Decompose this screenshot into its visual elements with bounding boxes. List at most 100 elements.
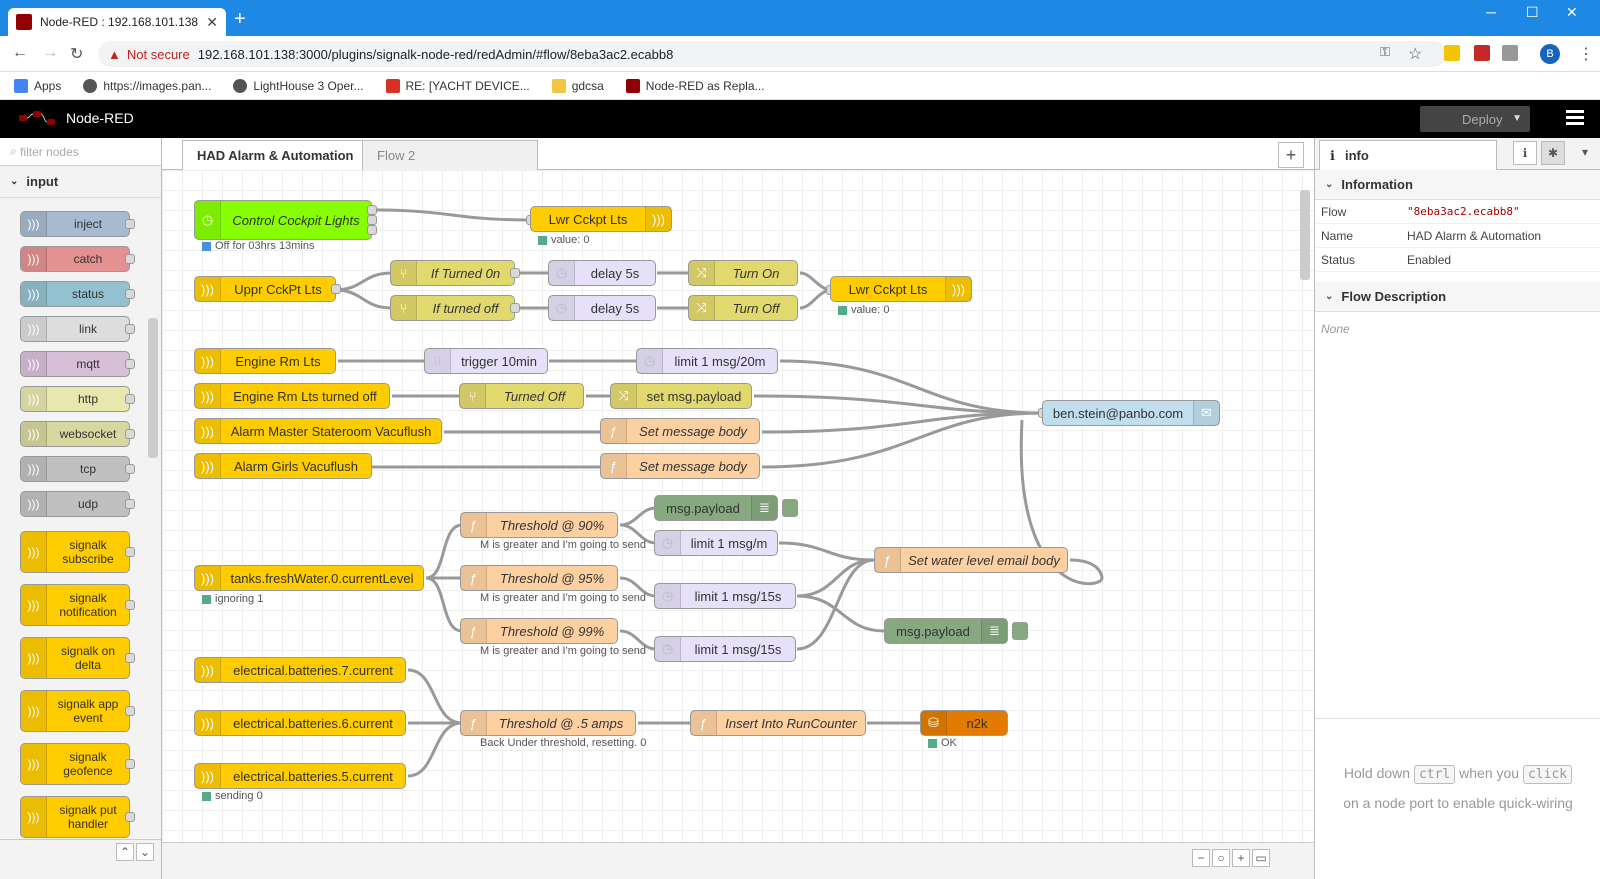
profile-avatar[interactable]: B bbox=[1540, 44, 1560, 64]
palette-node-websocket[interactable]: )))websocket bbox=[20, 421, 135, 447]
add-flow-button[interactable]: + bbox=[1278, 142, 1304, 168]
output-port[interactable] bbox=[125, 359, 135, 369]
palette-node-signalk-on-delta[interactable]: )))signalk on delta bbox=[20, 637, 135, 679]
maximize-icon[interactable]: ☐ bbox=[1526, 4, 1539, 20]
flow-node-debug-1[interactable]: msg.payload ≣ bbox=[654, 495, 778, 521]
expand-all-icon[interactable]: ⌄ bbox=[136, 843, 154, 861]
palette-node-signalk-subscribe[interactable]: )))signalk subscribe bbox=[20, 531, 135, 573]
palette-node-signalk-geofence[interactable]: )))signalk geofence bbox=[20, 743, 135, 785]
flow-node-debug-2[interactable]: msg.payload ≣ bbox=[884, 618, 1008, 644]
output-port[interactable] bbox=[331, 284, 341, 294]
zoom-reset-icon[interactable]: ○ bbox=[1212, 849, 1230, 867]
palette-scrollbar[interactable] bbox=[148, 318, 158, 458]
flow-node-turned-off[interactable]: ⑂ Turned Off bbox=[459, 383, 584, 409]
flow-node-threshold-95[interactable]: ƒ Threshold @ 95% bbox=[460, 565, 618, 591]
flow-node-batteries-7[interactable]: ))) electrical.batteries.7.current bbox=[194, 657, 406, 683]
palette-node-tcp[interactable]: )))tcp bbox=[20, 456, 135, 482]
flow-node-alarm-girls[interactable]: ))) Alarm Girls Vacuflush bbox=[194, 453, 372, 479]
flow-node-tanks[interactable]: ))) tanks.freshWater.0.currentLevel bbox=[194, 565, 424, 591]
flow-node-engine-rm-off[interactable]: ))) Engine Rm Lts turned off bbox=[194, 383, 390, 409]
filter-nodes-input[interactable]: ⌕ filter nodes bbox=[0, 138, 161, 166]
back-icon[interactable]: ← bbox=[12, 44, 28, 61]
extension-icon[interactable] bbox=[1444, 45, 1460, 61]
output-port[interactable] bbox=[125, 499, 135, 509]
information-section[interactable]: ⌄Information bbox=[1315, 170, 1600, 200]
debug-bug-icon[interactable]: ✱ bbox=[1541, 141, 1565, 165]
bookmark-4[interactable]: gdcsa bbox=[551, 78, 604, 93]
output-port[interactable] bbox=[125, 324, 135, 334]
palette-node-link[interactable]: )))link bbox=[20, 316, 135, 342]
output-port[interactable] bbox=[125, 254, 135, 264]
flow-node-turn-off[interactable]: ⤨ Turn Off bbox=[688, 295, 798, 321]
output-port[interactable] bbox=[367, 205, 377, 215]
flow-node-trigger[interactable]: ⎍ trigger 10min bbox=[424, 348, 548, 374]
flow-node-alarm-master[interactable]: ))) Alarm Master Stateroom Vacuflush bbox=[194, 418, 442, 444]
flow-node-engine-rm-lts[interactable]: ))) Engine Rm Lts bbox=[194, 348, 336, 374]
forward-icon[interactable]: → bbox=[42, 44, 58, 61]
flow-node-turn-on[interactable]: ⤨ Turn On bbox=[688, 260, 798, 286]
output-port[interactable] bbox=[125, 464, 135, 474]
bookmark-1[interactable]: https://images.pan... bbox=[83, 78, 211, 93]
flow-node-control-cockpit[interactable]: ◷ Control Cockpit Lights bbox=[194, 200, 372, 240]
flow-node-batteries-5[interactable]: ))) electrical.batteries.5.current bbox=[194, 763, 406, 789]
flow-node-delay-on[interactable]: ◷ delay 5s bbox=[548, 260, 656, 286]
bookmark-5[interactable]: Node-RED as Repla... bbox=[625, 78, 765, 93]
flow-node-set-message-body-2[interactable]: ƒ Set message body bbox=[600, 453, 760, 479]
flow-node-delay-off[interactable]: ◷ delay 5s bbox=[548, 295, 656, 321]
flow-node-limit-20m[interactable]: ◷ limit 1 msg/20m bbox=[636, 348, 778, 374]
minimize-icon[interactable]: ─ bbox=[1486, 4, 1496, 20]
palette-node-udp[interactable]: )))udp bbox=[20, 491, 135, 517]
flow-node-limit-15s-1[interactable]: ◷ limit 1 msg/15s bbox=[654, 583, 796, 609]
flow-node-insert-runcounter[interactable]: ƒ Insert Into RunCounter bbox=[690, 710, 866, 736]
new-tab-icon[interactable]: + bbox=[234, 8, 246, 30]
output-port[interactable] bbox=[125, 547, 135, 557]
collapse-all-icon[interactable]: ⌃ bbox=[116, 843, 134, 861]
debug-toggle[interactable] bbox=[782, 499, 798, 517]
close-window-icon[interactable]: ✕ bbox=[1566, 4, 1578, 20]
sidebar-menu-icon[interactable]: ▾ bbox=[1581, 145, 1589, 159]
flow-node-threshold-amps[interactable]: ƒ Threshold @ .5 amps bbox=[460, 710, 636, 736]
flow-node-uppr-cckpt-lts[interactable]: ))) Uppr CckPt Lts bbox=[194, 276, 336, 302]
key-icon[interactable]: ⚿ bbox=[1380, 44, 1390, 59]
output-port[interactable] bbox=[125, 759, 135, 769]
output-port[interactable] bbox=[367, 215, 377, 225]
browser-tab[interactable]: Node-RED : 192.168.101.138 ✕ bbox=[8, 8, 226, 36]
flow-canvas[interactable]: ◷ Control Cockpit Lights Off for 03hrs 1… bbox=[162, 170, 1314, 842]
close-tab-icon[interactable]: ✕ bbox=[206, 13, 218, 30]
extension-mail-icon[interactable] bbox=[1474, 45, 1490, 61]
info-tab-icon[interactable]: ℹ bbox=[1513, 141, 1537, 165]
flow-node-lwr-cckpt-lts-2[interactable]: Lwr Cckpt Lts ))) bbox=[830, 276, 972, 302]
bookmark-star-icon[interactable]: ☆ bbox=[1408, 46, 1423, 63]
output-port[interactable] bbox=[125, 289, 135, 299]
output-port[interactable] bbox=[367, 225, 377, 235]
palette-node-inject[interactable]: )))inject bbox=[20, 211, 135, 237]
reload-icon[interactable]: ↻ bbox=[70, 46, 84, 63]
output-port[interactable] bbox=[125, 600, 135, 610]
flow-node-batteries-6[interactable]: ))) electrical.batteries.6.current bbox=[194, 710, 406, 736]
zoom-out-icon[interactable]: − bbox=[1192, 849, 1210, 867]
debug-toggle[interactable] bbox=[1012, 622, 1028, 640]
bookmark-apps[interactable]: Apps bbox=[14, 78, 61, 93]
zoom-in-icon[interactable]: + bbox=[1232, 849, 1250, 867]
bookmark-3[interactable]: RE: [YACHT DEVICE... bbox=[385, 78, 530, 93]
flow-node-email[interactable]: ben.stein@panbo.com ✉ bbox=[1042, 400, 1220, 426]
deploy-button[interactable]: Deploy ▼ bbox=[1420, 106, 1530, 132]
output-port[interactable] bbox=[125, 429, 135, 439]
main-menu-icon[interactable] bbox=[1566, 110, 1584, 128]
flow-node-water-email-body[interactable]: ƒ Set water level email body bbox=[874, 547, 1068, 573]
flow-node-threshold-90[interactable]: ƒ Threshold @ 90% bbox=[460, 512, 618, 538]
palette-category-input[interactable]: ⌄input bbox=[0, 166, 161, 198]
browser-menu-icon[interactable]: ⋮ bbox=[1578, 46, 1594, 63]
output-port[interactable] bbox=[125, 653, 135, 663]
flow-node-if-turned-on[interactable]: ⑂ If Turned 0n bbox=[390, 260, 515, 286]
palette-node-signalk-put-handler[interactable]: )))signalk put handler bbox=[20, 796, 135, 838]
output-port[interactable] bbox=[125, 219, 135, 229]
palette-node-catch[interactable]: )))catch bbox=[20, 246, 135, 272]
tab-had-alarm[interactable]: HAD Alarm & Automation bbox=[182, 140, 369, 170]
flow-node-set-payload[interactable]: ⤨ set msg.payload bbox=[610, 383, 752, 409]
chevron-down-icon[interactable]: ▼ bbox=[1512, 113, 1522, 124]
flow-node-set-message-body-1[interactable]: ƒ Set message body bbox=[600, 418, 760, 444]
output-port[interactable] bbox=[125, 394, 135, 404]
output-port[interactable] bbox=[125, 812, 135, 822]
